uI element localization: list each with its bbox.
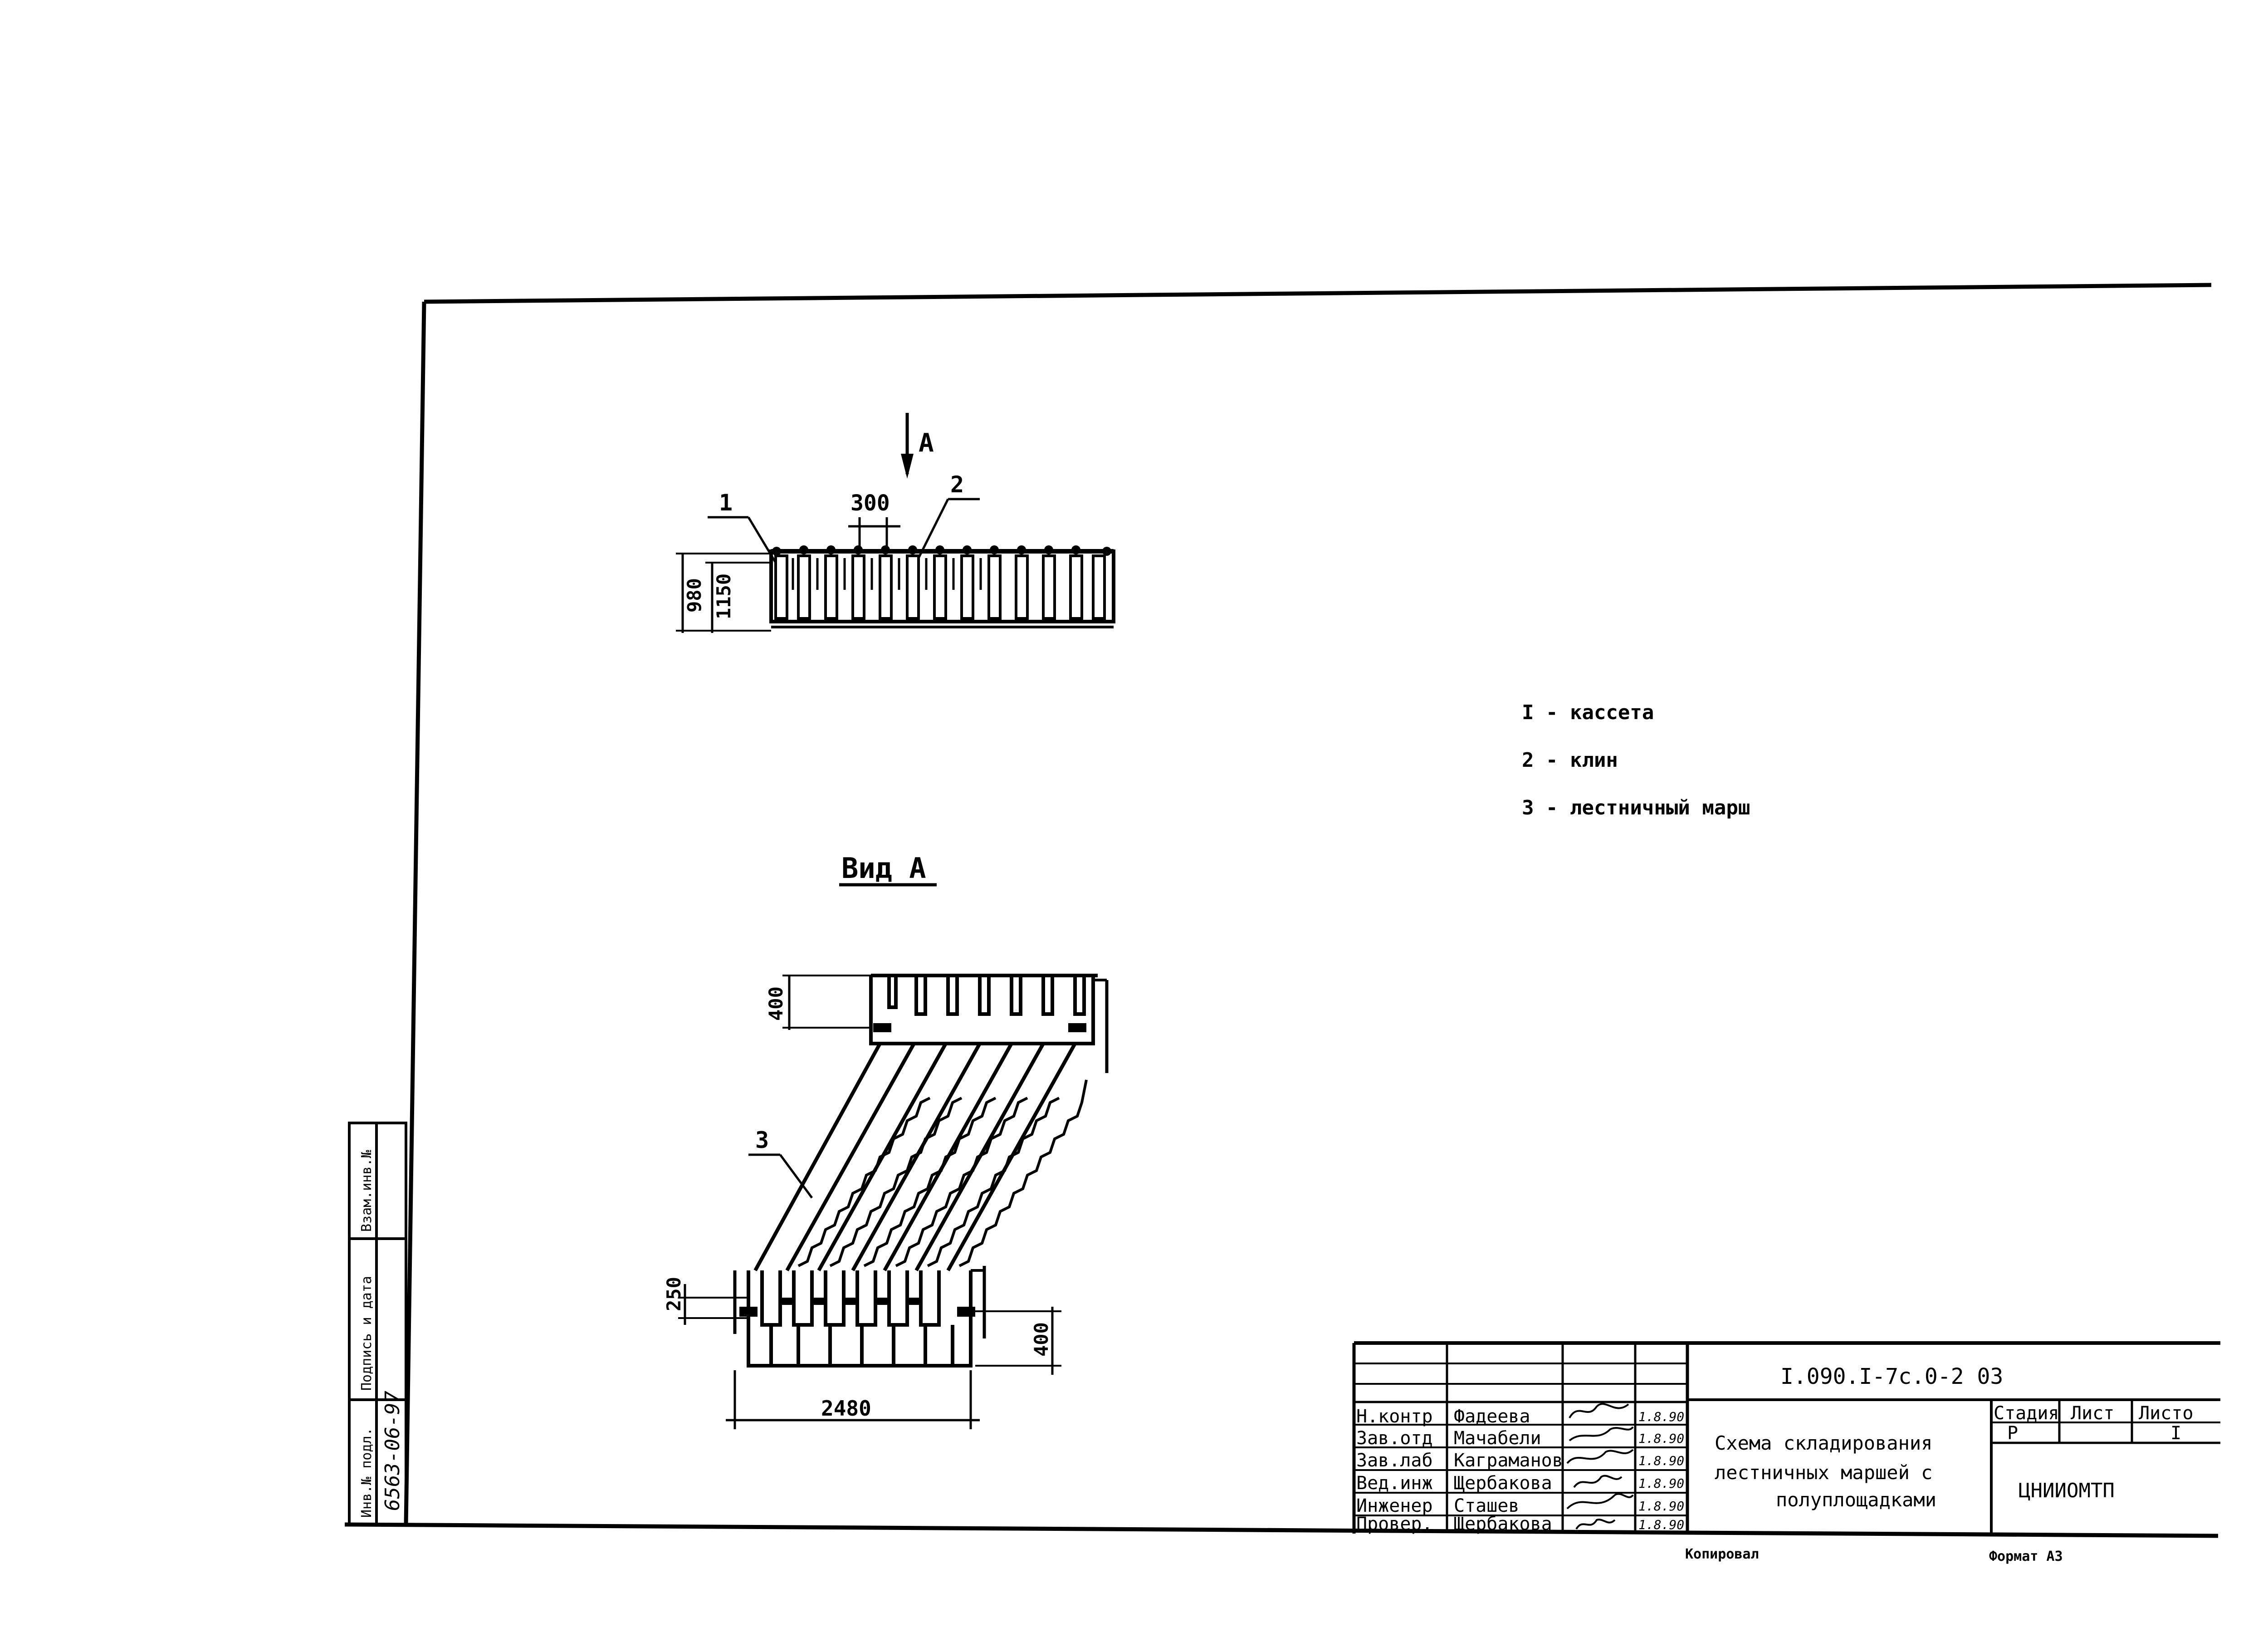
cassette-plan-view [676, 413, 1115, 633]
signature-date-3: 1.8.90 [1638, 1453, 1684, 1468]
signature-date-2: 1.8.90 [1638, 1431, 1684, 1446]
signature-date-5: 1.8.90 [1638, 1499, 1684, 1514]
signature-role-3: Зав.лаб [1356, 1450, 1433, 1471]
view-arrow-label: А [919, 428, 934, 458]
callout-1: 1 [719, 490, 733, 516]
signature-name-5: Сташев [1454, 1495, 1520, 1516]
side-stamp [348, 1122, 407, 1526]
signature-name-6: Щербакова [1454, 1514, 1552, 1534]
signature-date-4: 1.8.90 [1638, 1476, 1684, 1491]
sheet-frame [344, 283, 2219, 1538]
signature-role-4: Вед.инж [1356, 1473, 1433, 1494]
document-title-line-1: Схема складирования [1715, 1432, 1932, 1454]
signature-table: Н.контр Фадеева 1.8.90 Зав.отд Мачабели … [1356, 1406, 1684, 1534]
dimension-300: 300 [850, 490, 890, 516]
legend-item-2: 2 - клин [1522, 749, 1618, 772]
signature-name-3: Каграманов [1454, 1450, 1563, 1471]
handwritten-signatures [1566, 1403, 1634, 1530]
signature-date-6: 1.8.90 [1638, 1517, 1684, 1532]
signature-name-2: Мачабели [1454, 1428, 1541, 1449]
dimension-400-top: 400 [765, 986, 787, 1021]
legend-item-1: I - кассета [1522, 701, 1654, 724]
signature-role-6: Провер. [1356, 1514, 1433, 1534]
dimension-400-bottom: 400 [1030, 1322, 1052, 1357]
signature-role-5: Инженер [1356, 1495, 1433, 1516]
dimension-1150: 1150 [713, 574, 735, 619]
legend-item-3: 3 - лестничный марш [1522, 796, 1750, 819]
signature-date-1: 1.8.90 [1638, 1409, 1684, 1424]
dimension-980: 980 [683, 578, 705, 613]
organization-name: ЦНИИОМТП [2019, 1479, 2115, 1502]
sheet-value: I [2170, 1423, 2181, 1444]
callout-2: 2 [950, 471, 964, 498]
dimension-2480: 2480 [821, 1396, 871, 1421]
signature-name-1: Фадеева [1454, 1406, 1530, 1427]
stage-header: Стадия [1994, 1403, 2059, 1424]
dimension-250: 250 [663, 1277, 685, 1311]
signature-role-2: Зав.отд [1356, 1428, 1433, 1449]
signature-role-1: Н.контр [1356, 1406, 1433, 1427]
title-block [1352, 1341, 2220, 1534]
sheet-header: Лист [2071, 1403, 2114, 1424]
stair-flights-view [678, 974, 1109, 1429]
view-a-label: Вид А [841, 852, 926, 885]
format-label: Формат А3 [1989, 1549, 2063, 1564]
copied-by-label: Копировал [1685, 1546, 1759, 1562]
document-code: I.090.I-7c.0-2 03 [1780, 1364, 2003, 1389]
side-stamp-sign-label: Подпись и дата [359, 1276, 375, 1391]
stage-value: Р [2007, 1423, 2018, 1444]
document-title-line-3: полуплощадками [1776, 1489, 1936, 1511]
side-stamp-inv-label: Инв.№ подл. [359, 1427, 375, 1518]
sheets-header: Листо [2139, 1403, 2193, 1424]
side-stamp-vzam-label: Взам.инв.№ [359, 1150, 375, 1232]
legend: I - кассета 2 - клин 3 - лестничный марш [1522, 701, 1750, 819]
callout-3: 3 [755, 1127, 769, 1153]
side-stamp-inv-value: 6563-06-97 [381, 1391, 404, 1511]
signature-name-4: Щербакова [1454, 1473, 1552, 1494]
document-title-line-2: лестничных маршей с [1715, 1461, 1932, 1484]
